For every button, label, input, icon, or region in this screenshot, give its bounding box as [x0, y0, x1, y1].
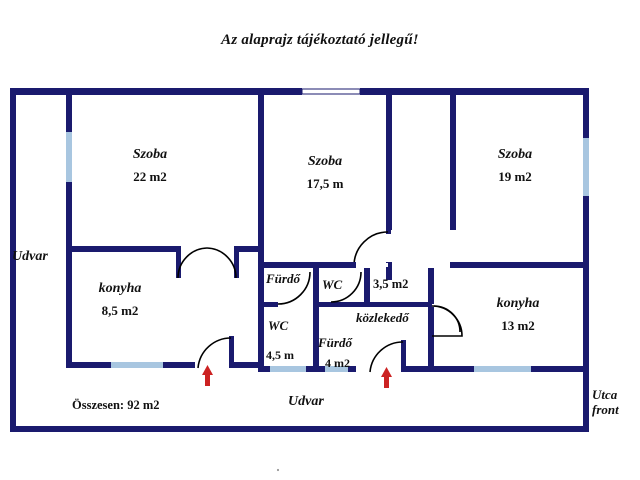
wall-konyha85-bottom-right	[163, 362, 195, 368]
wall-area35-bottom	[364, 302, 432, 307]
street-front-line1: Utca	[592, 387, 618, 402]
room-area: 19 m2	[498, 168, 532, 184]
wall-konyha13-bottom-right	[531, 366, 589, 372]
street-front-line2: front	[592, 401, 619, 417]
wall-block1-block2-lower	[258, 268, 264, 368]
wall-wc45-bottom-right	[306, 366, 319, 372]
wall-szoba175-right-upper	[386, 88, 392, 230]
room-area: 8,5 m2	[101, 302, 139, 318]
doorjamb-szoba175	[386, 230, 391, 234]
door-arc-konyha85-entry	[197, 337, 232, 369]
wall-top-right	[360, 88, 589, 95]
page-artifact-dot	[276, 468, 280, 472]
room-label-szoba-22: Szoba 22 m2	[95, 146, 205, 185]
room-area-wc-4-5: 4,5 m	[266, 348, 294, 362]
entry-arrow-konyha	[202, 365, 213, 386]
door-arc-wc-top	[330, 271, 362, 303]
street-front-label: Utca front	[592, 387, 619, 418]
room-name: Szoba	[307, 154, 343, 169]
wall-konyha13-bottom-left	[406, 366, 474, 372]
doorjamb-double-left	[176, 246, 181, 278]
door-arc-furdo-top	[277, 271, 311, 305]
wall-area35-right	[428, 268, 434, 304]
window-right-outer	[583, 138, 589, 196]
wall-outer-bottom	[10, 426, 589, 432]
room-name: konyha	[98, 281, 142, 296]
room-label-kozlekedo: közlekedő	[356, 310, 409, 325]
wall-szoba19-konyha13	[450, 262, 589, 268]
window-wc45	[270, 366, 306, 372]
wall-right-block-left	[450, 88, 456, 230]
wall-service-right-vert	[364, 268, 370, 304]
doorjamb-double-right	[234, 246, 239, 278]
wall-outer-right-upper	[583, 88, 589, 138]
wall-szoba-konyha-right	[239, 246, 260, 252]
room-label-wc-top: WC	[322, 277, 343, 292]
wall-furdo-top-bottom	[258, 302, 278, 307]
room-label-szoba-17-5: Szoba 17,5 m	[270, 153, 380, 192]
door-arc-kozlekedo-entry	[369, 341, 404, 373]
wall-konyha85-bottom-stub	[234, 362, 260, 368]
wall-wc-top-bottom	[313, 302, 366, 307]
total-area-label: Összesen: 92 m2	[72, 398, 160, 412]
room-label-furdo-top: Fürdő	[266, 271, 300, 286]
room-area: 22 m2	[133, 168, 167, 184]
window-konyha85	[111, 362, 163, 368]
wall-wc45-bottom-left	[258, 366, 270, 372]
wall-udvar-szoba-upper	[66, 88, 72, 132]
door-arc-konyha13	[433, 305, 461, 333]
doorjamb-konyha85	[229, 336, 234, 368]
room-name: konyha	[496, 296, 540, 311]
door-arc-szoba175	[353, 231, 389, 267]
wall-service-mid-vert	[313, 268, 319, 372]
wall-szoba175-bottom	[258, 262, 356, 268]
wall-szoba-konyha-left	[66, 246, 176, 252]
doorjamb-kozlekedo	[401, 340, 406, 372]
entry-arrow-kozlekedo	[381, 367, 392, 388]
label-udvar-left: Udvar	[12, 249, 48, 264]
wall-outer-left	[10, 88, 16, 432]
room-area-3-5: 3,5 m2	[373, 277, 409, 291]
room-area: 13 m2	[501, 317, 535, 333]
wall-furdo4-bottom-left	[319, 366, 325, 372]
room-label-konyha-13: konyha 13 m2	[468, 295, 568, 334]
room-name: Szoba	[132, 147, 168, 162]
room-label-furdo-4: Fürdő	[318, 335, 352, 350]
window-furdo4	[325, 366, 348, 372]
window-konyha13	[474, 366, 531, 372]
wall-top-opening	[301, 88, 361, 95]
wall-top-left	[10, 88, 302, 95]
door-arc-double-right	[206, 247, 237, 279]
window-udvar-szoba	[66, 132, 72, 182]
wall-block1-block2	[258, 88, 264, 278]
room-area-furdo-4: 4 m2	[325, 356, 350, 370]
room-label-wc-4-5: WC	[268, 318, 289, 333]
wall-konyha85-bottom-left	[66, 362, 111, 368]
room-area: 17,5 m	[306, 175, 344, 191]
room-name: Szoba	[497, 147, 533, 162]
wall-szoba175-right-lower	[386, 262, 392, 280]
label-udvar-bottom: Udvar	[288, 394, 324, 409]
room-label-konyha-8-5: konyha 8,5 m2	[70, 280, 170, 319]
wall-szoba175-bottom-stub	[354, 263, 388, 267]
page-title: Az alaprajz tájékoztató jellegű!	[221, 32, 419, 48]
wall-kozlekedo-right	[428, 307, 434, 372]
wall-utca-stub	[583, 366, 589, 432]
wall-furdo4-bottom-right	[348, 366, 356, 372]
wall-outer-right-lower	[583, 196, 589, 432]
wall-udvar-szoba-lower	[66, 182, 72, 365]
door-arc-double-left	[177, 247, 208, 279]
room-label-szoba-19: Szoba 19 m2	[460, 146, 570, 185]
